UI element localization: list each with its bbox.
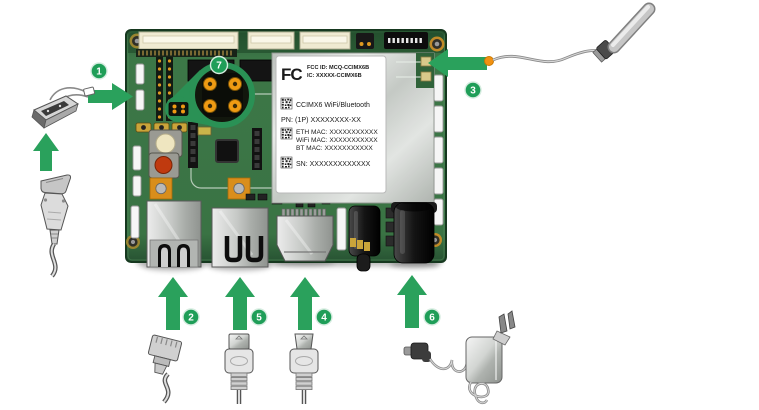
- svg-text:4: 4: [321, 313, 327, 324]
- usb-port: [211, 207, 269, 268]
- plug-prong: [498, 313, 508, 334]
- callout-arrow-1: [88, 83, 133, 110]
- callout-badge-3: 3: [464, 81, 482, 99]
- pin-header: [188, 122, 198, 168]
- hdmi-port: [276, 208, 334, 262]
- part-number-text: PN: (1P) XXXXXXXX-XX: [281, 115, 361, 124]
- svg-text:2: 2: [188, 313, 194, 324]
- module-label: FC FCC ID: MCQ-CCIMX6B IC: XXXXX-CCIMX6B…: [275, 55, 387, 194]
- boot-header-pins: [202, 73, 243, 117]
- datamatrix-barcode: [280, 97, 293, 110]
- callout-arrow-3: [428, 49, 487, 77]
- callout-badge-2: 2: [182, 308, 200, 326]
- serial-cable-figure: [40, 174, 72, 278]
- svg-text:6: 6: [429, 313, 435, 324]
- eth-mac-text: ETH MAC: XXXXXXXXXXX: [296, 129, 378, 136]
- antenna-figure: [484, 2, 656, 66]
- callout-arrow-6: [397, 275, 427, 328]
- datamatrix-barcode: [280, 127, 293, 140]
- ic-text: IC: XXXXX-CCIMX6B: [307, 73, 362, 79]
- pin-strip: [136, 49, 237, 57]
- callout-badge-6: 6: [423, 308, 441, 326]
- edge-connectors-right: [433, 74, 444, 226]
- callout-arrow-5: [225, 277, 255, 330]
- boot-header-small: [168, 102, 189, 116]
- callout-badge-1: 1: [90, 62, 108, 80]
- power-jack: [391, 202, 437, 264]
- svg-text:7: 7: [216, 61, 222, 72]
- cpu-chip: [215, 139, 239, 163]
- ffc-connector-long: [138, 31, 239, 50]
- board-screw: [429, 36, 445, 52]
- audio-jack: [348, 205, 381, 272]
- edge-connector-bottom: [336, 207, 347, 251]
- bt-mac-text: BT MAC: XXXXXXXXXXX: [296, 145, 373, 152]
- adapter-plug: [83, 86, 96, 97]
- pin-header: [252, 128, 262, 170]
- ufl-cable-end: [484, 56, 494, 66]
- wifi-mac-text: WiFi MAC: XXXXXXXXXXX: [296, 137, 378, 144]
- crystal: [197, 126, 212, 136]
- plug-prong: [507, 310, 516, 330]
- svg-text:3: 3: [470, 86, 476, 97]
- antenna-ufl-connector: [420, 56, 432, 67]
- fcc-logo-text: FC: [281, 65, 302, 84]
- barrel-elbow: [422, 351, 431, 362]
- edge-connectors-left: [130, 63, 145, 239]
- header-connector-black: [384, 32, 428, 49]
- callout-arrow-4: [290, 277, 320, 330]
- fcc-id-text: FCC ID: MCQ-CCIMX6B: [307, 65, 369, 71]
- svg-text:5: 5: [256, 313, 262, 324]
- module-name-text: CCIMX6 WiFi/Bluetooth: [296, 102, 370, 109]
- callout-badge-4: 4: [315, 308, 333, 326]
- antenna-ufl-connector: [420, 71, 432, 82]
- callout-badges: 1 2 3 4 5 6 7: [90, 55, 482, 326]
- callout-arrow-2: [158, 277, 188, 330]
- magnifier-callout: [165, 62, 255, 128]
- tactile-button-red: [148, 152, 180, 179]
- callout-badge-7: 7: [209, 55, 229, 75]
- usb-cable-figure: [224, 333, 254, 404]
- serial-figure-arrow: [33, 133, 59, 171]
- callout-badge-5: 5: [250, 308, 268, 326]
- tactile-button-white: [148, 129, 183, 158]
- ffc-connector: [299, 31, 351, 50]
- serial-number-text: SN: XXXXXXXXXXXXX: [296, 161, 371, 168]
- svg-text:1: 1: [96, 67, 102, 78]
- serial-adapter-figure: [31, 86, 96, 129]
- mounting-pad: [227, 177, 251, 200]
- power-supply-figure: [403, 310, 516, 405]
- mounting-pad: [149, 177, 173, 200]
- ethernet-cable-figure: [147, 334, 183, 404]
- datamatrix-barcode: [280, 156, 293, 169]
- ethernet-port: [146, 200, 202, 268]
- hdmi-cable-figure: [289, 333, 319, 404]
- board-screw: [126, 235, 140, 249]
- sbc-board: FC FCC ID: MCQ-CCIMX6B IC: XXXXX-CCIMX6B…: [125, 29, 447, 272]
- ffc-connector: [247, 31, 295, 50]
- two-pin-connector: [356, 33, 374, 49]
